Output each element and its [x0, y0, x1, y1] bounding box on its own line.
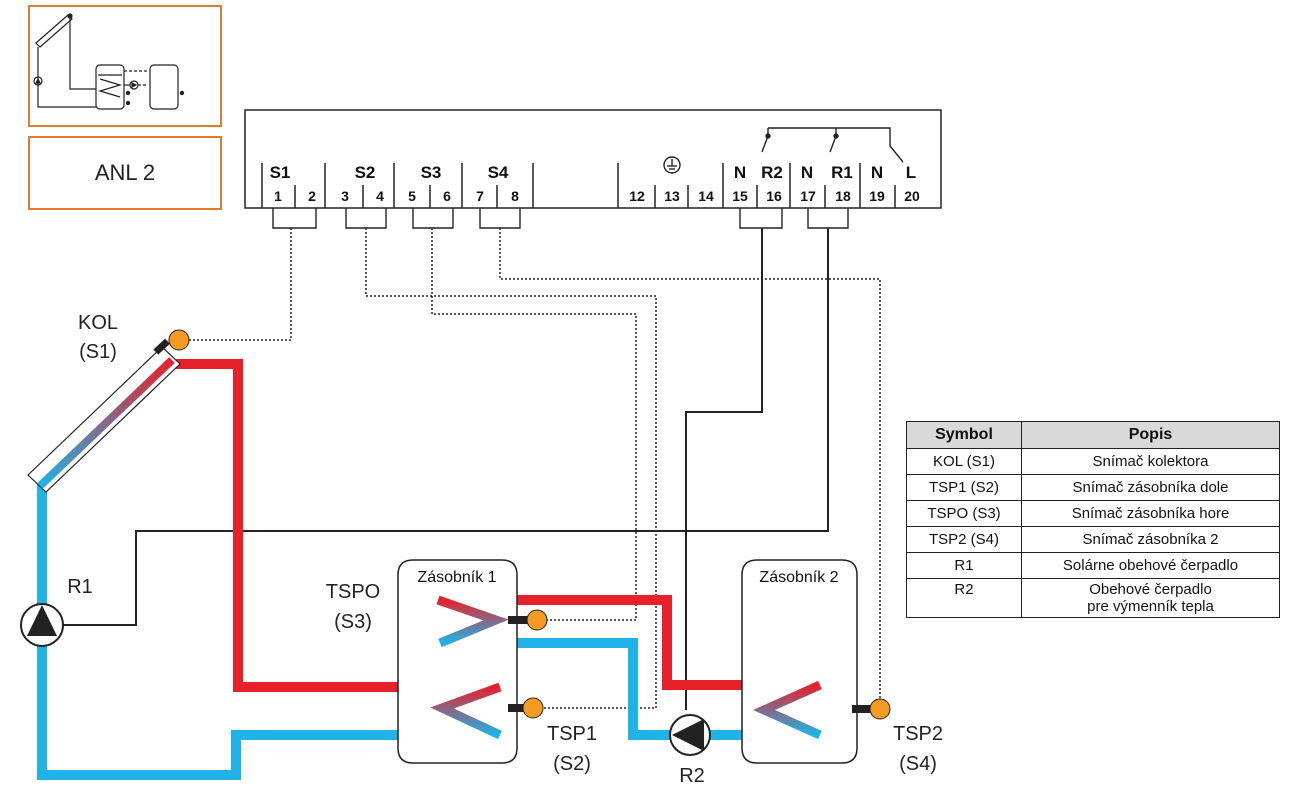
terminal-number: 16	[766, 188, 782, 204]
pump-r2-icon	[669, 714, 711, 756]
legend-row: KOL (S1) Snímač kolektora	[906, 448, 1280, 475]
terminal-brackets	[272, 208, 849, 229]
label-tank-1: Zásobník 1	[417, 569, 496, 586]
legend-symbol: TSPO (S3)	[906, 500, 1022, 527]
terminal-number: 18	[835, 188, 851, 204]
terminal-number: 3	[341, 188, 349, 204]
label-tsp2-sensor: (S4)	[899, 753, 937, 775]
system-label-box: ANL 2	[28, 136, 222, 210]
legend-description-line2: pre výmenník tepla	[1087, 598, 1214, 615]
terminal-number: 8	[511, 188, 519, 204]
label-tspo-sensor: (S3)	[334, 611, 372, 633]
terminal-number: 13	[664, 188, 680, 204]
label-tank-2: Zásobník 2	[759, 569, 838, 586]
terminal-number: 1	[274, 188, 282, 204]
system-schematic-icon	[33, 13, 185, 110]
tank-1	[397, 559, 548, 764]
legend-row: TSPO (S3) Snímač zásobníka hore	[906, 500, 1280, 527]
sensor-tsp1-icon	[522, 697, 544, 719]
terminal-r2: R2	[761, 163, 783, 182]
terminal-n-3: N	[871, 163, 883, 182]
legend-table: Symbol Popis KOL (S1) Snímač kolektora T…	[906, 421, 1280, 618]
legend-description: Snímač kolektora	[1021, 448, 1280, 475]
legend-description: Snímač zásobníka dole	[1021, 474, 1280, 501]
terminal-number: 19	[869, 188, 885, 204]
label-r1: R1	[67, 576, 93, 598]
terminal-number: 7	[476, 188, 484, 204]
legend-description-cell: Obehové čerpadlo pre výmenník tepla	[1021, 578, 1280, 618]
legend-description: Obehové čerpadlo	[1089, 581, 1212, 598]
legend-header-symbol: Symbol	[906, 421, 1022, 449]
system-label: ANL 2	[94, 160, 156, 185]
terminal-r1: R1	[831, 163, 853, 182]
pump-r1-icon	[20, 603, 64, 647]
relay-wires	[62, 228, 829, 710]
terminal-s4: S4	[488, 163, 509, 182]
terminal-number: 6	[443, 188, 451, 204]
terminal-number: 4	[376, 188, 384, 204]
controller-terminal-block: S1 S2 S3 S4 N R2 N R1 N L 1 2 3 4 5 6 7 …	[244, 109, 942, 209]
label-r2: R2	[679, 765, 705, 787]
terminal-s1: S1	[270, 163, 291, 182]
sensor-tsp2-icon	[869, 698, 891, 720]
legend-row: R2 Obehové čerpadlo pre výmenník tepla	[906, 578, 1280, 618]
terminal-number: 20	[904, 188, 920, 204]
terminal-s2: S2	[355, 163, 376, 182]
label-tspo: TSPO	[326, 581, 380, 603]
sensor-wires	[186, 228, 881, 709]
legend-symbol: TSP1 (S2)	[906, 474, 1022, 501]
terminal-number: 15	[732, 188, 748, 204]
terminal-n-2: N	[801, 163, 813, 182]
legend-header-description: Popis	[1021, 421, 1280, 449]
legend-symbol: R2	[906, 578, 1022, 618]
label-tsp2: TSP2	[893, 723, 943, 745]
tank-2	[741, 559, 891, 764]
sensor-tspo-icon	[526, 609, 548, 631]
system-thumbnail	[28, 5, 222, 127]
label-tsp1-sensor: (S2)	[553, 753, 591, 775]
terminal-s3: S3	[421, 163, 442, 182]
solar-collector	[27, 329, 190, 493]
legend-description: Solárne obehové čerpadlo	[1021, 552, 1280, 579]
terminal-n-1: N	[734, 163, 746, 182]
ground-icon	[663, 156, 681, 174]
legend-row: R1 Solárne obehové čerpadlo	[906, 552, 1280, 579]
terminal-l: L	[906, 163, 916, 182]
sensor-kol-icon	[168, 329, 190, 351]
terminal-number: 12	[629, 188, 645, 204]
label-kol: KOL	[78, 312, 118, 334]
label-tsp1: TSP1	[547, 723, 597, 745]
terminal-number: 5	[408, 188, 416, 204]
legend-row: TSP1 (S2) Snímač zásobníka dole	[906, 474, 1280, 501]
terminal-number: 14	[698, 188, 714, 204]
legend-row: TSP2 (S4) Snímač zásobníka 2	[906, 526, 1280, 553]
legend-symbol: R1	[906, 552, 1022, 579]
legend-symbol: KOL (S1)	[906, 448, 1022, 475]
legend-description: Snímač zásobníka 2	[1021, 526, 1280, 553]
relay-switch-icon	[761, 127, 904, 163]
legend-symbol: TSP2 (S4)	[906, 526, 1022, 553]
terminal-number: 17	[800, 188, 816, 204]
legend-description: Snímač zásobníka hore	[1021, 500, 1280, 527]
label-kol-sensor: (S1)	[79, 341, 117, 363]
terminal-number: 2	[308, 188, 316, 204]
